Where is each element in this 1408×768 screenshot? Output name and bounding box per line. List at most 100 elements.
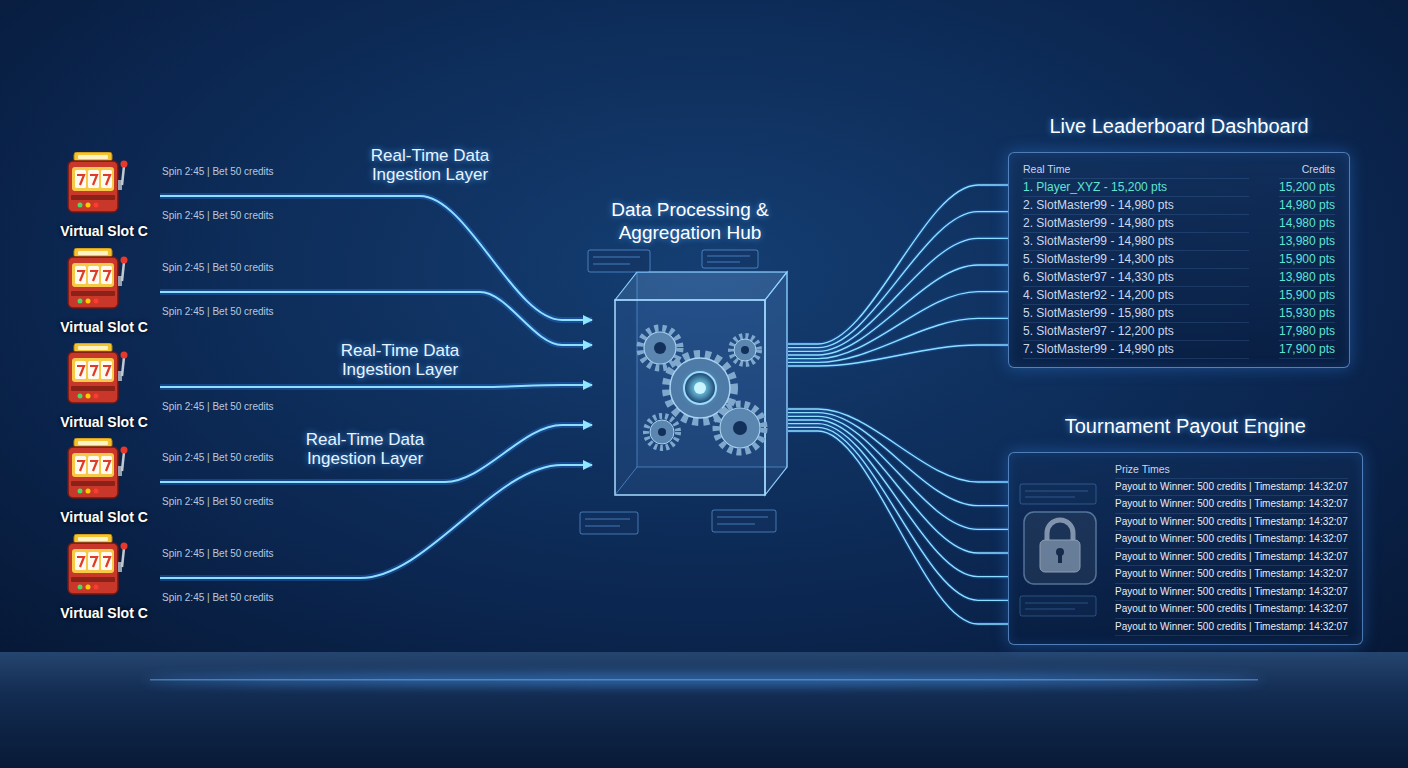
- hub-cube: [615, 272, 787, 495]
- slot-label: Virtual Slot C: [48, 604, 160, 622]
- table-cell: 15,900 pts: [1279, 251, 1335, 269]
- connector-glow: [160, 196, 592, 320]
- gear: [640, 328, 680, 368]
- data-flow-connector: [160, 465, 592, 578]
- spin-log: Spin 2:45 | Bet 50 credits: [162, 210, 274, 222]
- gear: [644, 332, 676, 364]
- slot-machine: Virtual Slot C: [48, 536, 160, 622]
- table-cell: 2. SlotMaster99 - 14,980 pts: [1023, 215, 1249, 233]
- connector-line: [788, 424, 1008, 577]
- table-cell: Payout to Winner: 500 credits | Timestam…: [1115, 601, 1348, 619]
- table-cell: Payout to Winner: 500 credits | Timestam…: [1115, 584, 1348, 602]
- gear: [684, 372, 716, 404]
- gear: [646, 416, 678, 448]
- data-panel: [588, 250, 650, 272]
- table-header: Prize Times: [1115, 461, 1348, 479]
- table-cell: 14,980 pts: [1279, 197, 1335, 215]
- table-cell: 4. SlotMaster92 - 14,200 pts: [1023, 287, 1249, 305]
- slot-label: Virtual Slot C: [48, 318, 160, 336]
- data-panel: [707, 262, 740, 263]
- connector-group: [160, 185, 1008, 624]
- spin-log: Spin 2:45 | Bet 50 credits: [162, 452, 274, 464]
- floor-line: [150, 679, 1258, 681]
- gear: [640, 328, 680, 368]
- gear: [646, 416, 678, 448]
- connector-glow: [788, 427, 1008, 600]
- connector-line: [788, 238, 1008, 351]
- slot-machine: Virtual Slot C: [48, 250, 160, 336]
- data-panel: [580, 250, 776, 534]
- connector-line: [160, 196, 592, 320]
- gear: [741, 346, 749, 354]
- layer-label: Real-Time Data Ingestion Layer: [360, 146, 500, 184]
- payout-panel: Tournament Payout EnginePrize TimesPayou…: [1008, 452, 1363, 645]
- hub-heading: Data Processing & Aggregation Hub: [592, 198, 788, 244]
- table-cell: Payout to Winner: 500 credits | Timestam…: [1115, 531, 1348, 549]
- spin-log: Spin 2:45 | Bet 50 credits: [162, 306, 274, 318]
- table-cell: 13,980 pts: [1279, 269, 1335, 287]
- connector-line: [788, 427, 1008, 600]
- table-cell: 15,200 pts: [1279, 179, 1335, 197]
- gear: [720, 408, 760, 448]
- table-cell: 17,980 pts: [1279, 323, 1335, 341]
- gear: [654, 342, 666, 354]
- slot-icon: [68, 248, 128, 308]
- spin-log: Spin 2:45 | Bet 50 credits: [162, 166, 274, 178]
- connector-line: [788, 413, 1008, 506]
- hub-cube: [615, 300, 765, 495]
- spin-log: Spin 2:45 | Bet 50 credits: [162, 548, 274, 560]
- connector-glow: [788, 424, 1008, 577]
- table-grid: Real TimeCredits1. Player_XYZ - 15,200 p…: [1023, 161, 1335, 359]
- slot-icon: [68, 438, 128, 498]
- spin-log: Spin 2:45 | Bet 50 credits: [162, 496, 274, 508]
- gear: [716, 404, 764, 452]
- connector-glow: [788, 420, 1008, 553]
- slot-machine: Virtual Slot C: [48, 345, 160, 431]
- data-panel: [717, 517, 768, 518]
- table-header: Credits: [1279, 161, 1335, 179]
- table-cell: 1. Player_XYZ - 15,200 pts: [1023, 179, 1249, 197]
- hub-core: [694, 382, 706, 394]
- spin-log: Spin 2:45 | Bet 50 credits: [162, 401, 274, 413]
- connector-glow: [788, 238, 1008, 351]
- table-cell: 7. SlotMaster99 - 14,990 pts: [1023, 341, 1249, 359]
- processing-hub: Data Processing & Aggregation Hub: [592, 262, 788, 507]
- hub-core-glow: [688, 376, 712, 400]
- connector-line: [788, 431, 1008, 624]
- slot-label: Virtual Slot C: [48, 508, 160, 526]
- layer-label: Real-Time Data Ingestion Layer: [330, 341, 470, 379]
- connector-glow: [788, 292, 1008, 359]
- connector-line: [788, 212, 1008, 348]
- gear: [731, 336, 759, 364]
- data-panel: [702, 250, 758, 268]
- table-cell: Payout to Winner: 500 credits | Timestam…: [1115, 566, 1348, 584]
- connector-line: [160, 465, 592, 578]
- slot-machine: Virtual Slot C: [48, 440, 160, 526]
- gear: [731, 336, 759, 364]
- layer-label: Real-Time Data Ingestion Layer: [295, 430, 435, 468]
- table-cell: 5. SlotMaster97 - 12,200 pts: [1023, 323, 1249, 341]
- data-panel: [712, 510, 776, 532]
- floor-band: [0, 652, 1408, 768]
- data-flow-connector: [788, 409, 1008, 624]
- gear: [716, 404, 764, 452]
- hub-cube: [615, 272, 787, 300]
- slot-machine: Virtual Slot C: [48, 154, 160, 240]
- slot-icons: [68, 152, 128, 594]
- data-flow-connector: [160, 385, 592, 387]
- data-flow-connector: [160, 292, 592, 345]
- connector-line: [788, 420, 1008, 553]
- slot-label: Virtual Slot C: [48, 222, 160, 240]
- data-panel: [585, 526, 620, 527]
- spin-log: Spin 2:45 | Bet 50 credits: [162, 592, 274, 604]
- connector-line: [160, 385, 592, 387]
- table-cell: 14,980 pts: [1279, 215, 1335, 233]
- table-cell: 5. SlotMaster99 - 14,300 pts: [1023, 251, 1249, 269]
- table-cell: Payout to Winner: 500 credits | Timestam…: [1115, 619, 1348, 637]
- data-panel: [585, 519, 630, 520]
- table-grid: Prize TimesPayout to Winner: 500 credits…: [1023, 461, 1348, 636]
- gear: [733, 421, 747, 435]
- panel-heading: Live Leaderboard Dashboard: [1023, 114, 1335, 138]
